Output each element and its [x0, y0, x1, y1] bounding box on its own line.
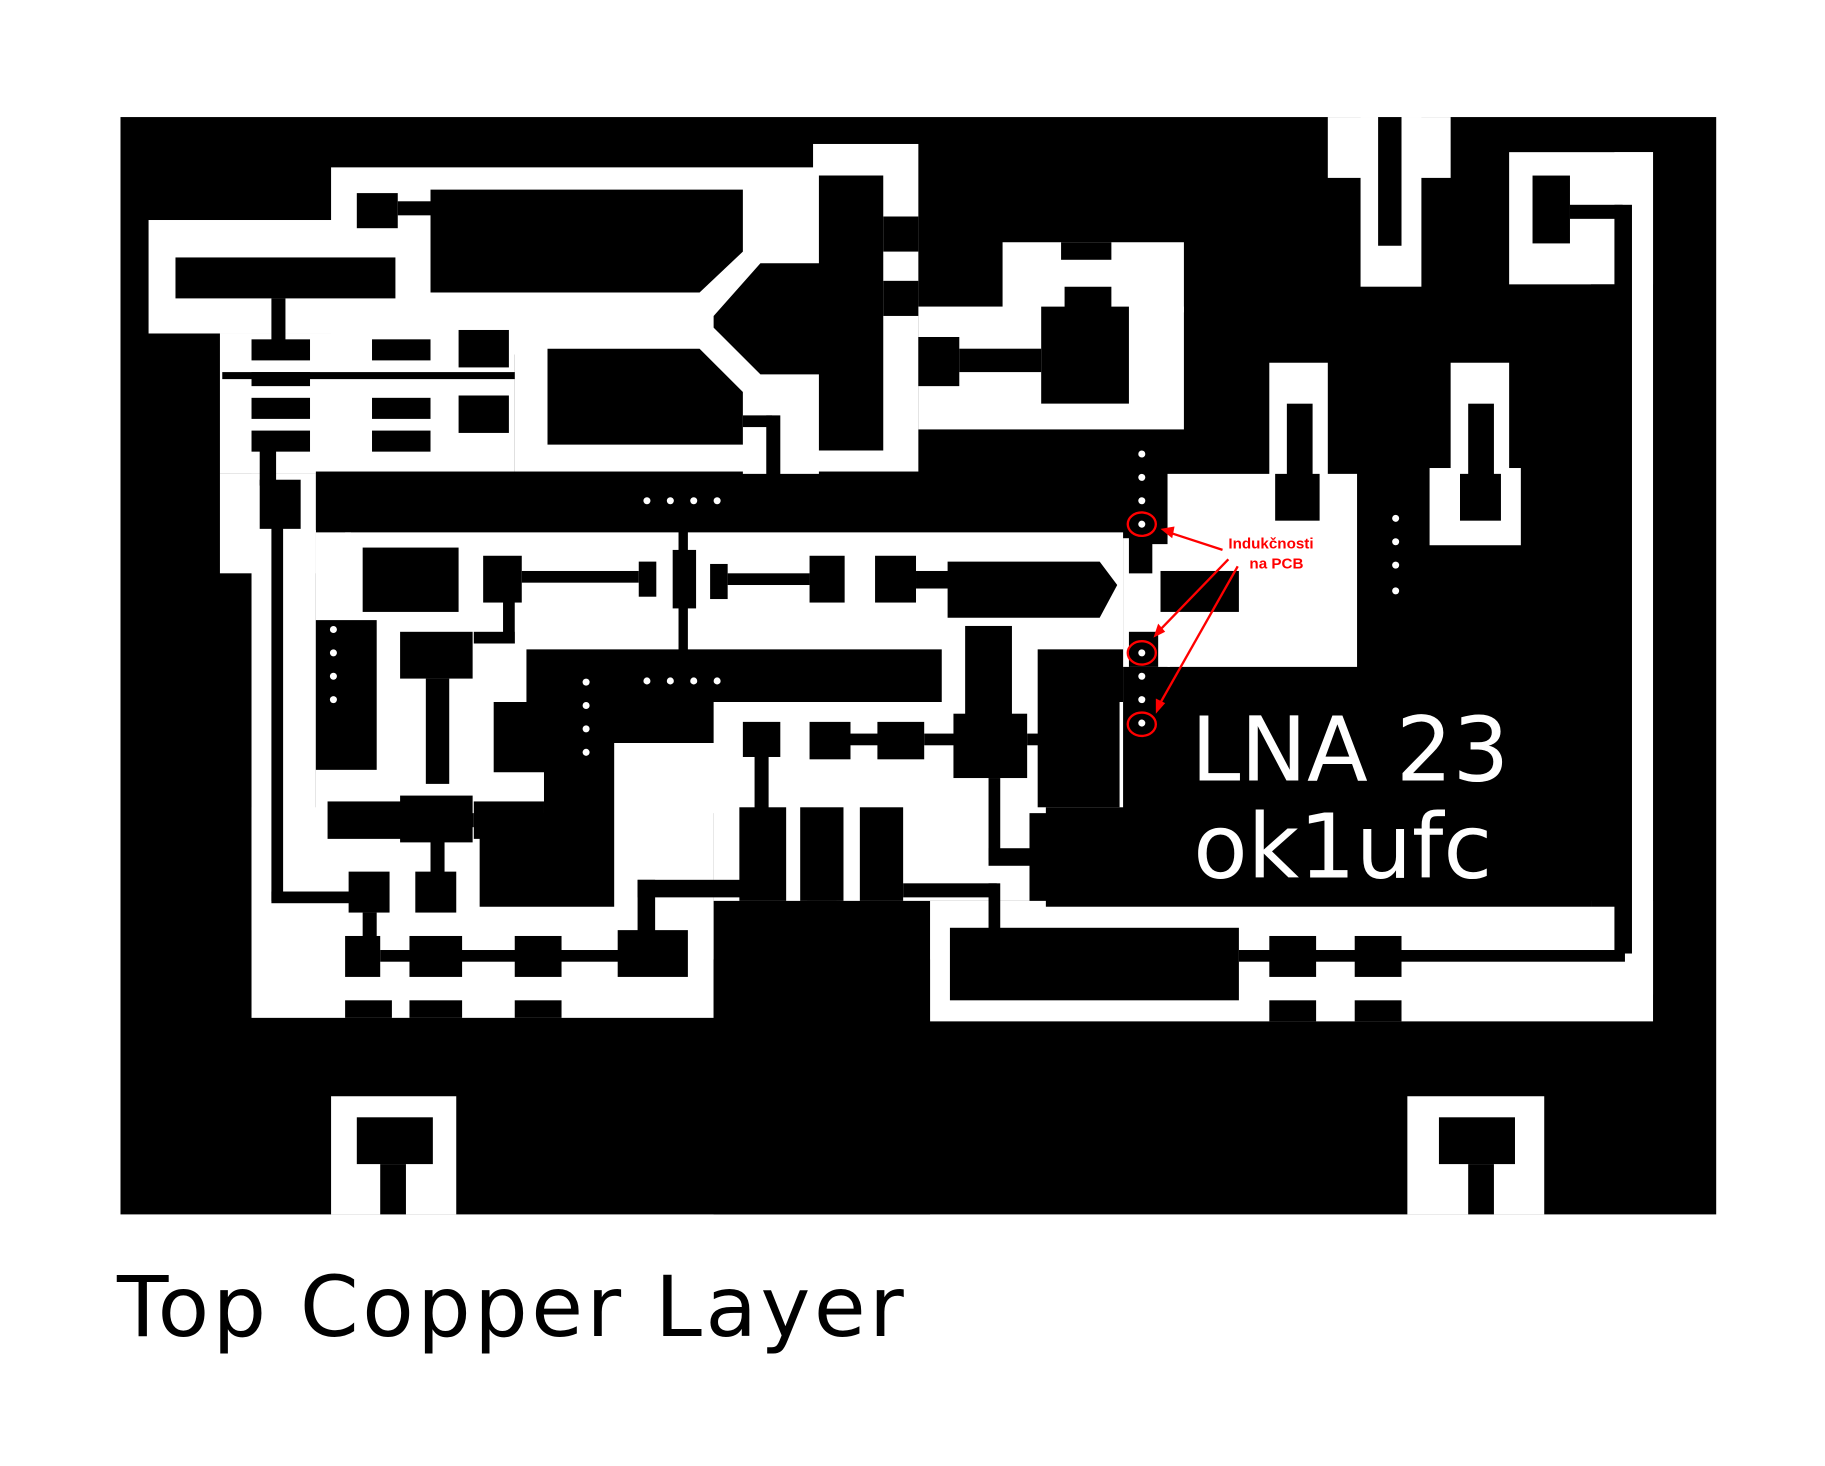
board-label-line1: LNA 23 — [1191, 697, 1509, 801]
vias — [329, 450, 1400, 756]
inductor-markers — [1126, 511, 1239, 738]
board-label-line2: ok1ufc — [1193, 794, 1492, 898]
layer-caption: Top Copper Layer — [116, 1258, 907, 1356]
annotation-line1: Indukčnosti — [1228, 536, 1313, 553]
copper-pads-and-traces — [175, 117, 1632, 1215]
annotation-line2: na PCB — [1249, 556, 1303, 573]
arrowheads — [1153, 526, 1175, 714]
